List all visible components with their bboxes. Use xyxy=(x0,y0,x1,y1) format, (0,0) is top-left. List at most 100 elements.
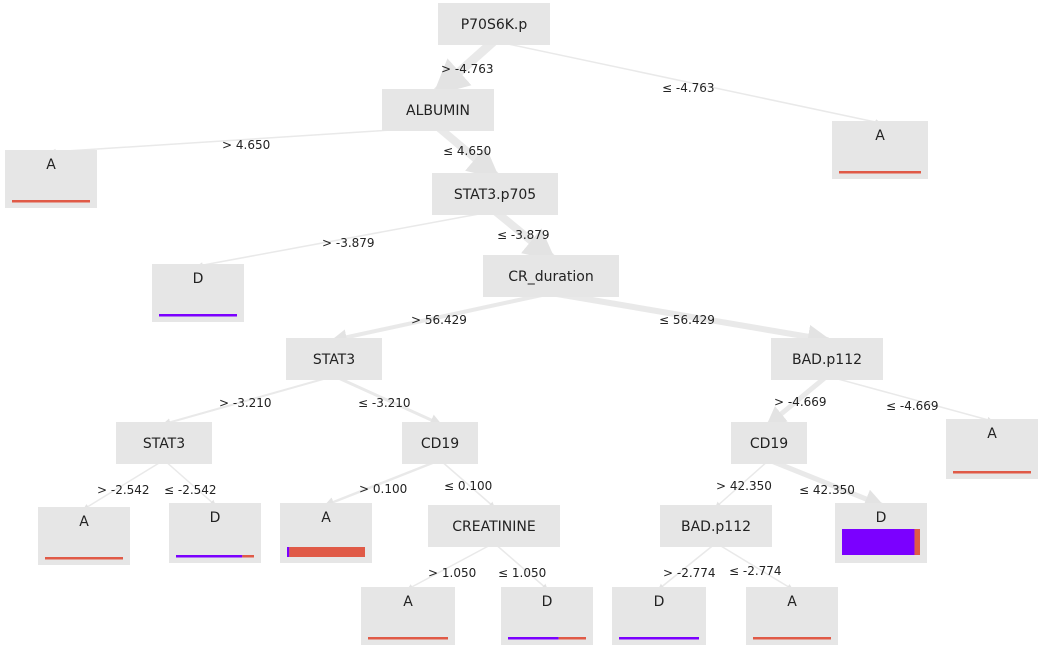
tree-edge xyxy=(163,459,216,506)
edge-split-label: ≤ -3.210 xyxy=(358,396,411,410)
edge-split-label: > -3.210 xyxy=(219,396,272,410)
leaf-class-label: D xyxy=(654,594,665,610)
tree-leaf-node[interactable]: A xyxy=(832,121,928,179)
tree-edge xyxy=(493,40,882,125)
leaf-class-label: D xyxy=(210,510,221,526)
edge-split-label: ≤ -3.879 xyxy=(497,228,550,242)
split-feature-label: P70S6K.p xyxy=(461,17,528,33)
class-d-bar xyxy=(619,637,699,640)
tree-split-node[interactable]: STAT3 xyxy=(116,422,212,464)
split-feature-label: STAT3 xyxy=(313,352,355,368)
node-box xyxy=(832,121,928,179)
tree-split-node[interactable]: CD19 xyxy=(402,422,478,464)
tree-leaf-node[interactable]: D xyxy=(152,264,244,322)
tree-split-node[interactable]: CREATININE xyxy=(428,505,560,547)
tree-leaf-node[interactable]: D xyxy=(501,587,593,645)
class-d-bar xyxy=(159,314,237,317)
edge-split-label: ≤ -2.542 xyxy=(164,483,217,497)
node-box xyxy=(946,419,1038,479)
class-a-bar xyxy=(953,471,1031,474)
edge-split-label: > 42.350 xyxy=(716,479,772,493)
split-feature-label: CD19 xyxy=(750,436,788,452)
tree-leaf-node[interactable]: D xyxy=(169,503,261,563)
class-d-bar xyxy=(842,529,915,555)
tree-split-node[interactable]: BAD.p112 xyxy=(660,505,772,547)
edge-split-label: > -2.774 xyxy=(663,566,716,580)
tree-split-node[interactable]: ALBUMIN xyxy=(382,89,494,131)
tree-split-node[interactable]: CD19 xyxy=(731,422,807,464)
tree-edge xyxy=(826,375,994,423)
edge-split-label: > 56.429 xyxy=(411,313,467,327)
split-feature-label: BAD.p112 xyxy=(792,352,862,368)
tree-edge xyxy=(491,207,556,262)
node-box xyxy=(612,587,706,645)
class-a-bar xyxy=(45,557,123,560)
tree-edge xyxy=(658,542,717,590)
split-feature-label: STAT3.p705 xyxy=(454,187,536,203)
tree-leaf-node[interactable]: A xyxy=(946,419,1038,479)
tree-edge xyxy=(765,373,830,427)
node-box xyxy=(116,422,212,464)
tree-edge xyxy=(49,126,439,155)
tree-leaf-node[interactable]: A xyxy=(5,150,97,208)
edge-split-label: ≤ -2.774 xyxy=(729,564,782,578)
node-box xyxy=(5,150,97,208)
tree-leaf-node[interactable]: A xyxy=(361,587,455,645)
node-box xyxy=(746,587,838,645)
tree-edge xyxy=(493,542,548,590)
leaf-class-label: A xyxy=(403,594,413,610)
class-a-bar xyxy=(839,171,921,174)
leaf-class-label: A xyxy=(987,426,997,442)
class-d-bar xyxy=(508,637,559,640)
leaf-class-label: D xyxy=(542,594,553,610)
class-a-bar xyxy=(558,637,586,640)
edge-split-label: > 4.650 xyxy=(222,138,270,152)
node-box xyxy=(432,173,558,215)
tree-split-node[interactable]: CR_duration xyxy=(483,255,619,297)
tree-split-node[interactable]: BAD.p112 xyxy=(771,338,883,380)
split-feature-label: STAT3 xyxy=(143,436,185,452)
tree-edge xyxy=(434,123,500,180)
edge-split-label: ≤ -4.669 xyxy=(886,399,939,413)
split-feature-label: CD19 xyxy=(421,436,459,452)
edge-split-label: ≤ 1.050 xyxy=(498,566,546,580)
class-a-bar xyxy=(753,637,831,640)
tree-leaf-node[interactable]: A xyxy=(38,507,130,565)
node-box xyxy=(428,505,560,547)
tree-leaf-node[interactable]: A xyxy=(280,503,372,563)
tree-edge-labels: > -4.763≤ -4.763> 4.650≤ 4.650> -3.879≤ … xyxy=(97,62,939,580)
node-box xyxy=(660,505,772,547)
edge-split-label: ≤ 4.650 xyxy=(443,144,491,158)
tree-split-node[interactable]: STAT3 xyxy=(286,338,382,380)
node-box xyxy=(152,264,244,322)
tree-split-node[interactable]: P70S6K.p xyxy=(438,3,550,45)
node-box xyxy=(483,255,619,297)
node-box xyxy=(731,422,807,464)
tree-edge xyxy=(766,457,885,509)
split-feature-label: BAD.p112 xyxy=(681,519,751,535)
tree-edge xyxy=(406,542,495,590)
tree-edge xyxy=(82,459,165,510)
node-box xyxy=(402,422,478,464)
split-feature-label: CREATININE xyxy=(452,519,535,535)
class-d-bar xyxy=(176,555,243,558)
class-d-bar xyxy=(287,547,290,557)
leaf-class-label: A xyxy=(321,510,331,526)
tree-leaf-node[interactable]: D xyxy=(612,587,706,645)
node-box xyxy=(438,3,550,45)
edge-split-label: > 1.050 xyxy=(428,566,476,580)
class-a-bar xyxy=(242,555,254,558)
tree-leaf-node[interactable]: D xyxy=(835,503,927,563)
edge-split-label: ≤ 0.100 xyxy=(444,479,492,493)
tree-leaf-node[interactable]: A xyxy=(746,587,838,645)
edge-split-label: > -3.879 xyxy=(322,236,375,250)
tree-edge xyxy=(715,459,770,508)
class-a-bar xyxy=(914,529,920,555)
edge-split-label: > -2.542 xyxy=(97,483,150,497)
node-box xyxy=(382,89,494,131)
tree-split-node[interactable]: STAT3.p705 xyxy=(432,173,558,215)
tree-edge xyxy=(332,374,443,426)
edge-split-label: > -4.669 xyxy=(774,395,827,409)
